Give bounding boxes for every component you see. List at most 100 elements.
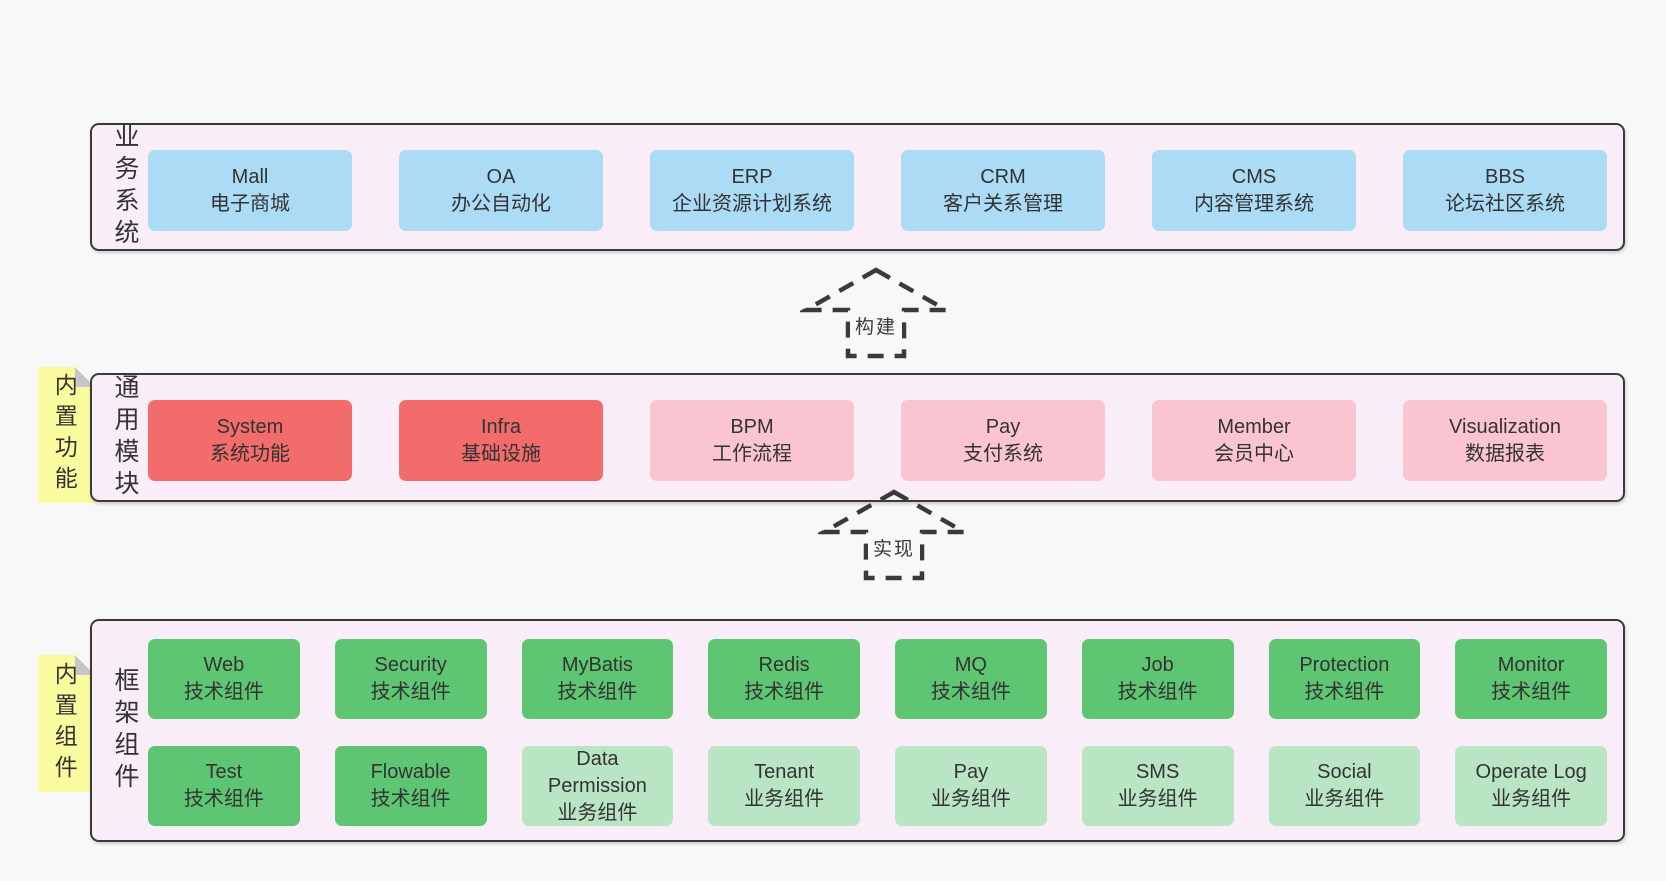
box-subtitle: 会员中心 xyxy=(1214,442,1294,465)
box-subtitle: 业务组件 xyxy=(1304,788,1385,810)
box-cms: CMS 内容管理系统 xyxy=(1152,150,1356,231)
box-title: BPM xyxy=(730,415,774,438)
component-box-row-1: Web 技术组件 Security 技术组件 MyBatis 技术组件 Redi… xyxy=(148,639,1607,719)
box-title: Operate Log xyxy=(1475,761,1587,783)
box-subtitle: 数据报表 xyxy=(1465,442,1545,465)
box-title: BBS xyxy=(1484,165,1526,188)
box-title: Protection xyxy=(1299,654,1390,676)
box-subtitle: 技术组件 xyxy=(1304,681,1385,703)
box-subtitle: 技术组件 xyxy=(1117,681,1198,703)
box-pay-biz: Pay 业务组件 xyxy=(895,746,1047,826)
sticky-note-builtin-features: 内置功能 xyxy=(38,367,95,503)
box-subtitle: 业务组件 xyxy=(744,788,825,810)
box-title: System xyxy=(216,415,284,438)
box-subtitle: 业务组件 xyxy=(930,788,1011,810)
box-title: Data Permission xyxy=(547,747,647,797)
box-system: System 系统功能 xyxy=(148,400,352,481)
box-title: Redis xyxy=(758,654,810,676)
box-flowable: Flowable 技术组件 xyxy=(334,746,487,826)
box-title: ERP xyxy=(731,165,773,188)
box-subtitle: 技术组件 xyxy=(183,681,264,703)
box-subtitle: 客户关系管理 xyxy=(943,192,1063,215)
box-oa: OA 办公自动化 xyxy=(399,150,603,231)
box-subtitle: 系统功能 xyxy=(210,442,290,465)
box-title: MQ xyxy=(954,654,987,676)
box-title: Web xyxy=(203,654,245,676)
box-subtitle: 技术组件 xyxy=(370,681,451,703)
box-subtitle: 技术组件 xyxy=(183,788,264,810)
box-redis: Redis 技术组件 xyxy=(708,639,860,719)
box-subtitle: 业务组件 xyxy=(1491,788,1572,810)
box-title: Social xyxy=(1317,761,1372,783)
box-title: Security xyxy=(374,654,447,676)
box-sms: SMS 业务组件 xyxy=(1081,746,1234,826)
box-subtitle: 技术组件 xyxy=(370,788,451,810)
box-subtitle: 支付系统 xyxy=(963,442,1043,465)
sticky-note-builtin-components: 内置组件 xyxy=(38,655,95,792)
up-arrow-dashed-icon xyxy=(800,267,952,359)
box-title: Member xyxy=(1217,415,1291,438)
implement-arrow-label: 实现 xyxy=(867,534,921,561)
box-title: Test xyxy=(205,761,243,783)
panel-business-systems: 业务系统 Mall 电子商城 OA 办公自动化 ERP 企业资源计划系统 CRM… xyxy=(90,123,1625,251)
panel-framework-components: 框架组件 Web 技术组件 Security 技术组件 MyBatis 技术组件… xyxy=(90,619,1625,842)
box-title: Tenant xyxy=(754,761,815,783)
panel-side-label-modules: 通用模块 xyxy=(111,373,139,502)
box-subtitle: 基础设施 xyxy=(461,442,541,465)
build-arrow: 构建 xyxy=(800,264,952,364)
box-title: Monitor xyxy=(1497,654,1565,676)
box-subtitle: 技术组件 xyxy=(1491,681,1572,703)
box-social: Social 业务组件 xyxy=(1268,746,1421,826)
box-crm: CRM 客户关系管理 xyxy=(901,150,1105,231)
box-title: SMS xyxy=(1135,761,1180,783)
box-subtitle: 内容管理系统 xyxy=(1194,192,1314,215)
box-title: MyBatis xyxy=(561,654,633,676)
box-title: Pay xyxy=(985,415,1021,438)
implement-arrow: 实现 xyxy=(818,486,970,586)
box-pay-module: Pay 支付系统 xyxy=(901,400,1105,481)
box-subtitle: 业务组件 xyxy=(557,801,638,824)
box-title: Visualization xyxy=(1449,415,1561,438)
panel-side-label-business: 业务系统 xyxy=(111,123,139,251)
box-subtitle: 业务组件 xyxy=(1117,788,1198,810)
business-box-row: Mall 电子商城 OA 办公自动化 ERP 企业资源计划系统 CRM 客户关系… xyxy=(148,150,1607,231)
box-web: Web 技术组件 xyxy=(148,639,300,719)
component-box-row-2: Test 技术组件 Flowable 技术组件 Data Permission … xyxy=(148,746,1607,826)
box-mq: MQ 技术组件 xyxy=(895,639,1047,719)
box-subtitle: 电子商城 xyxy=(210,192,290,215)
build-arrow-label: 构建 xyxy=(849,312,903,339)
box-mall: Mall 电子商城 xyxy=(148,150,352,231)
box-bbs: BBS 论坛社区系统 xyxy=(1403,150,1607,231)
box-title: CMS xyxy=(1231,165,1277,188)
box-title: Job xyxy=(1141,654,1174,676)
box-test: Test 技术组件 xyxy=(148,746,300,826)
box-erp: ERP 企业资源计划系统 xyxy=(650,150,854,231)
box-protection: Protection 技术组件 xyxy=(1268,639,1421,719)
box-infra: Infra 基础设施 xyxy=(399,400,603,481)
box-member: Member 会员中心 xyxy=(1152,400,1356,481)
box-tenant: Tenant 业务组件 xyxy=(708,746,860,826)
box-mybatis: MyBatis 技术组件 xyxy=(521,639,674,719)
box-subtitle: 工作流程 xyxy=(712,442,792,465)
panel-common-modules: 通用模块 System 系统功能 Infra 基础设施 BPM 工作流程 Pay… xyxy=(90,373,1625,502)
panel-side-label-components: 框架组件 xyxy=(111,666,139,795)
box-job: Job 技术组件 xyxy=(1081,639,1234,719)
up-arrow-dashed-icon xyxy=(818,489,970,581)
box-visualization: Visualization 数据报表 xyxy=(1403,400,1607,481)
box-subtitle: 企业资源计划系统 xyxy=(672,192,832,215)
box-data-permission: Data Permission 业务组件 xyxy=(521,746,674,826)
sticky-label: 内置功能 xyxy=(51,373,78,497)
box-operate-log: Operate Log 业务组件 xyxy=(1455,746,1607,826)
box-security: Security 技术组件 xyxy=(334,639,487,719)
box-title: Mall xyxy=(231,165,269,188)
box-title: OA xyxy=(486,165,516,188)
box-title: Pay xyxy=(953,761,989,783)
module-box-row: System 系统功能 Infra 基础设施 BPM 工作流程 Pay 支付系统… xyxy=(148,400,1607,481)
box-subtitle: 技术组件 xyxy=(744,681,825,703)
box-title: Infra xyxy=(480,415,522,438)
box-title: Flowable xyxy=(370,761,451,783)
box-subtitle: 办公自动化 xyxy=(451,192,551,215)
sticky-label: 内置组件 xyxy=(51,661,78,786)
box-monitor: Monitor 技术组件 xyxy=(1455,639,1607,719)
